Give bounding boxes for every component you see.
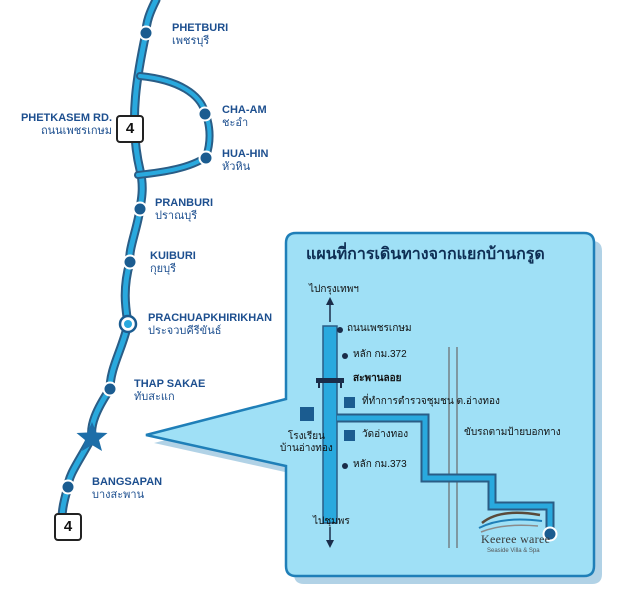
highway-number-sign-bottom: 4 <box>54 513 82 541</box>
inset-km373-dot <box>342 463 348 469</box>
town-name-en: PRACHUAPKHIRIKHAN <box>148 312 273 324</box>
town-node-bangsapan <box>60 479 76 495</box>
town-name-en: PRANBURI <box>155 197 214 209</box>
town-label-phetburi: PHETBURI เพชรบุรี <box>172 22 228 47</box>
town-node-phetburi <box>138 25 154 41</box>
inset-school-icon <box>300 407 314 421</box>
inset-bridge-icon <box>316 378 344 383</box>
inset-temple-icon <box>344 430 355 441</box>
town-name-en: PHETBURI <box>172 22 229 34</box>
inset-callout <box>145 231 596 578</box>
resort-logo-name: Keeree waree <box>481 532 551 546</box>
inset-km373: หลัก กม.373 <box>353 459 407 470</box>
town-node-thap-sakae <box>102 381 118 397</box>
town-node-kuiburi <box>122 254 138 270</box>
inset-bridge-leg <box>340 383 342 388</box>
town-name-th: ชะอำ <box>222 116 249 129</box>
highway-number-sign-top: 4 <box>116 115 144 143</box>
resort-logo-subtitle: Seaside Villa & Spa <box>487 548 540 554</box>
town-node-hua-hin <box>198 150 214 166</box>
road-name-en: PHETKASEM RD. <box>20 112 112 124</box>
inset-arrow-south-head <box>326 540 334 548</box>
road-name-th: ถนนเพชรเกษม <box>40 124 112 137</box>
town-name-en: CHA-AM <box>222 104 267 116</box>
inset-main-road <box>322 325 338 524</box>
destination-star-icon <box>76 422 108 451</box>
town-name-en: BANGSAPAN <box>92 476 163 488</box>
town-name-th: บางสะพาน <box>92 488 145 501</box>
inset-km372-dot <box>342 353 348 359</box>
town-label-bangsapan: BANGSAPAN บางสะพาน <box>92 476 162 501</box>
inset-route-to-resort <box>337 415 553 530</box>
town-label-thap-sakae: THAP SAKAE ทับสะแก <box>134 378 205 403</box>
town-label-pranburi: PRANBURI ปราณบุรี <box>155 197 213 222</box>
inset-follow-signs: ขับรถตามป้ายบอกทาง <box>464 427 561 438</box>
inset-school-label: โรงเรียน บ้านอ่างทอง <box>280 431 333 454</box>
town-name-th: กุยบุรี <box>150 262 176 275</box>
town-name-th: ปราณบุรี <box>155 209 198 222</box>
inset-resort-node <box>542 526 558 542</box>
inset-road-dot <box>337 327 343 333</box>
town-label-cha-am: CHA-AM ชะอำ <box>222 104 267 129</box>
town-node-cha-am <box>197 106 213 122</box>
town-label-prachuap: PRACHUAPKHIRIKHAN ประจวบคีรีขันธ์ <box>148 312 272 337</box>
inset-school-line2: บ้านอ่างทอง <box>280 442 333 454</box>
inset-km372: หลัก กม.372 <box>353 349 407 360</box>
inset-road-name: ถนนเพชรเกษม <box>347 323 412 334</box>
road-label: PHETKASEM RD. ถนนเพชรเกษม <box>21 112 112 137</box>
town-node-pranburi <box>132 201 148 217</box>
inset-title: แผนที่การเดินทางจากแยกบ้านกรูด <box>306 246 545 263</box>
town-name-th: ประจวบคีรีขันธ์ <box>148 324 222 337</box>
town-node-prachuap-inner <box>124 320 132 328</box>
town-name-en: THAP SAKAE <box>134 378 206 390</box>
inset-office-label: ที่ทำการตำรวจชุมชน ต.อ่างทอง <box>362 396 500 407</box>
inset-to-north: ไปกรุงเทพฯ <box>309 284 359 295</box>
inset-to-south: ไปชุมพร <box>313 516 350 527</box>
town-name-en: KUIBURI <box>150 250 196 262</box>
inset-bridge-leg <box>318 383 320 388</box>
inset-office-icon <box>344 397 355 408</box>
inset-school-line1: โรงเรียน <box>287 431 325 442</box>
resort-logo-waves-icon <box>478 511 543 533</box>
town-name-th: เพชรบุรี <box>172 34 210 47</box>
town-label-hua-hin: HUA-HIN หัวหิน <box>222 148 268 173</box>
inset-bridge-label: สะพานลอย <box>353 373 402 384</box>
town-name-th: ทับสะแก <box>134 390 175 403</box>
coastal-road <box>136 74 212 177</box>
highway-route <box>59 0 159 521</box>
town-name-th: หัวหิน <box>222 160 251 173</box>
inset-temple-label: วัดอ่างทอง <box>362 429 409 440</box>
inset-arrow-north-head <box>326 297 334 305</box>
town-name-en: HUA-HIN <box>222 148 269 160</box>
town-label-kuiburi: KUIBURI กุยบุรี <box>150 250 196 275</box>
inset-railway <box>448 347 458 548</box>
